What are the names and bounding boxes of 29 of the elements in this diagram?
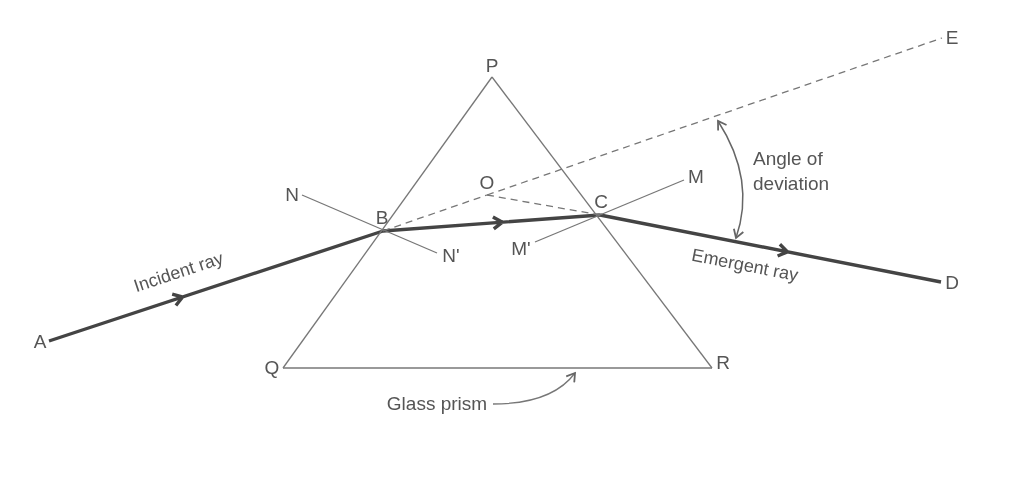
point-label: P: [484, 55, 500, 77]
point-label: C: [592, 191, 610, 213]
point-label: O: [478, 172, 496, 194]
callout-label: Glass prism: [382, 393, 492, 417]
dashed-line: [382, 194, 488, 232]
line: [534, 179, 685, 243]
dashed-line: [486, 194, 601, 216]
line: [282, 76, 493, 369]
edge-label: Emergent ray: [689, 243, 801, 287]
point-label: N': [439, 245, 463, 267]
line: [282, 367, 713, 369]
line: [491, 76, 713, 369]
point-label: A: [32, 331, 48, 353]
annotation-text: Angle of deviation: [753, 147, 831, 196]
point-label: R: [714, 352, 732, 374]
point-label: M: [686, 166, 706, 188]
point-label: E: [944, 27, 960, 49]
point-label: Q: [262, 357, 282, 379]
light-ray: [47, 229, 385, 343]
light-ray: [598, 213, 943, 284]
point-label: D: [944, 272, 960, 294]
edge-label: Incident ray: [130, 246, 226, 298]
line: [301, 194, 438, 254]
point-label: M': [508, 238, 534, 260]
leader-line: [492, 372, 576, 405]
point-label: B: [372, 207, 392, 229]
dashed-line: [486, 37, 943, 196]
point-label: N: [283, 184, 301, 206]
light-ray: [381, 213, 602, 233]
